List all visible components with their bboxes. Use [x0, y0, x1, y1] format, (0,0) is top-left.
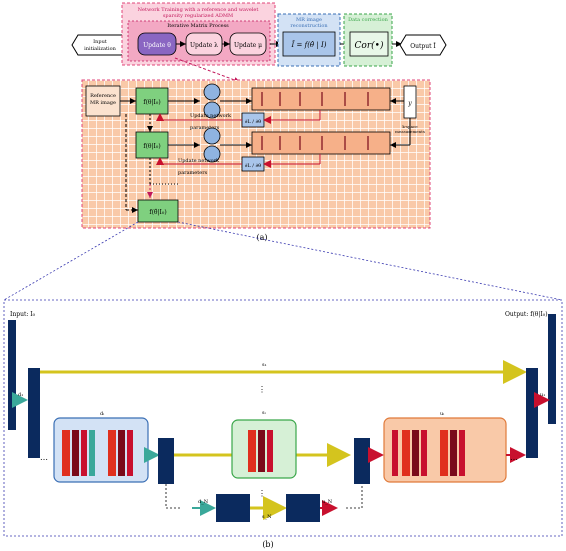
u1-label: u₁ [540, 392, 545, 398]
down-conv-1 [62, 430, 70, 476]
cor-label: Cor(•) [355, 40, 384, 51]
down-relu-2 [127, 430, 133, 476]
skip-bn [258, 430, 265, 472]
update-theta-label: Update θ [143, 42, 171, 49]
op-circle-1b [203, 101, 221, 119]
leveli-down-bar [158, 438, 174, 484]
down-bn-2 [118, 430, 125, 476]
up-conv-2 [440, 430, 448, 476]
pipeline-top: Input initialization Network Training wi… [71, 2, 447, 83]
loss-formula-2-glyphs [261, 136, 369, 150]
level1-down-bar [28, 368, 40, 458]
leveli-up-bar [354, 438, 370, 484]
up-bn-1 [412, 430, 419, 476]
op-circle-1a [203, 83, 221, 101]
d1-label: d₁ [18, 392, 23, 398]
skip-block: sᵢ [231, 410, 297, 479]
un-label: u_N [322, 499, 333, 505]
down-sample [89, 430, 95, 476]
update-mu-label: Update μ [234, 42, 262, 49]
recon-title-2: reconstruction [290, 23, 328, 29]
up-block: uᵢ [383, 411, 507, 483]
input-node: Input initialization [71, 34, 129, 56]
unet-node-1 [135, 87, 169, 115]
network-training-box: Network Training with a reference and wa… [121, 2, 276, 66]
reference-image-box [85, 85, 121, 117]
grad-label-2: ∂L / ∂θ [245, 163, 261, 169]
reference-label-1: Reference [90, 93, 116, 99]
unet-output-label: Output: f(θ|I₀) [505, 311, 548, 318]
output-tensor-bar [548, 314, 556, 424]
kspace-y: y [407, 100, 412, 107]
recon-formula: Î = f(θ̂ | I) [291, 40, 327, 49]
ellipsis-left: … [40, 453, 48, 462]
down-relu-1 [81, 430, 87, 476]
up-sample [392, 430, 398, 476]
skip-conv [248, 430, 256, 472]
output-label: Output Î [410, 43, 436, 50]
s1-label: s₁ [262, 362, 267, 368]
net-title-1: Network Training with a reference and wa… [138, 7, 259, 13]
di-label: dᵢ [100, 411, 104, 417]
dots-1: ⋮ [258, 385, 266, 394]
unet-panel: Input: I₀ Output: f(θ|I₀) d₁ s₁ u₁ ⋮ … d… [3, 299, 563, 537]
reference-label-2: MR image [90, 100, 116, 106]
correction-box: Data correction Cor(•) [343, 13, 393, 67]
final-unet-label: f(θ̂|I₀) [149, 209, 166, 216]
correction-title: Data correction [348, 17, 389, 23]
unet-label-2: f(θ|I₀) [143, 143, 160, 150]
loss-formula-1 [251, 87, 391, 111]
zoom-line-right [177, 221, 563, 301]
unet-input-label: Input: I₀ [10, 311, 36, 318]
iter-title: Iterative Matrix Process [167, 23, 229, 29]
down-block: dᵢ [53, 411, 149, 483]
final-unet-node [137, 199, 179, 223]
input-label-2: initialization [84, 46, 116, 52]
arrow-to-detail [174, 57, 241, 83]
up-relu-1 [421, 430, 427, 476]
up-relu-2 [459, 430, 465, 476]
caption-a: (a) [256, 233, 267, 242]
output-node: Output Î [399, 34, 447, 56]
leveln-up-block [286, 494, 320, 522]
update-net-2a: Update network [178, 158, 220, 164]
si-label: sᵢ [262, 410, 266, 416]
update-net-1a: Update network [190, 113, 232, 119]
up-bn-2 [450, 430, 457, 476]
sn-label: s_N [262, 514, 272, 520]
dn-label: d_N [198, 499, 209, 505]
skip-relu [267, 430, 273, 472]
dots-2: ⋮ [258, 489, 266, 498]
update-net-2b: parameters [178, 170, 208, 176]
loss-formula-1-glyphs [261, 92, 369, 106]
op-circle-2a [203, 127, 221, 145]
update-mu-node [229, 32, 267, 56]
op-circle-2b [203, 145, 221, 163]
update-lambda-label: Update λ [190, 42, 218, 49]
grad-label-1: ∂L / ∂θ [245, 119, 261, 125]
level1-up-bar [526, 368, 538, 458]
loss-formula-2 [251, 131, 391, 155]
unet-node-2 [135, 131, 169, 159]
down-conv-2 [108, 430, 116, 476]
unet-label-1: f(θ|I₀) [143, 99, 160, 106]
detail-panel: Reference MR image f(θ|I₀) y k-space mea… [81, 79, 431, 229]
ui-label: uᵢ [440, 411, 444, 417]
up-conv-1 [402, 430, 410, 476]
zoom-line-left [3, 221, 139, 301]
ellipsis-right: … [510, 453, 518, 462]
leveln-down-block [216, 494, 250, 522]
caption-b: (b) [262, 540, 273, 549]
recon-box: MR image reconstruction Î = f(θ̂ | I) [277, 13, 341, 67]
input-label-1: Input [93, 39, 107, 45]
input-tensor-bar [8, 320, 16, 430]
net-title-2: sparsity regularized ADMM [163, 13, 233, 19]
recon-title-1: MR image [296, 17, 322, 23]
update-net-1b: parameters [190, 125, 220, 131]
down-bn-1 [72, 430, 79, 476]
